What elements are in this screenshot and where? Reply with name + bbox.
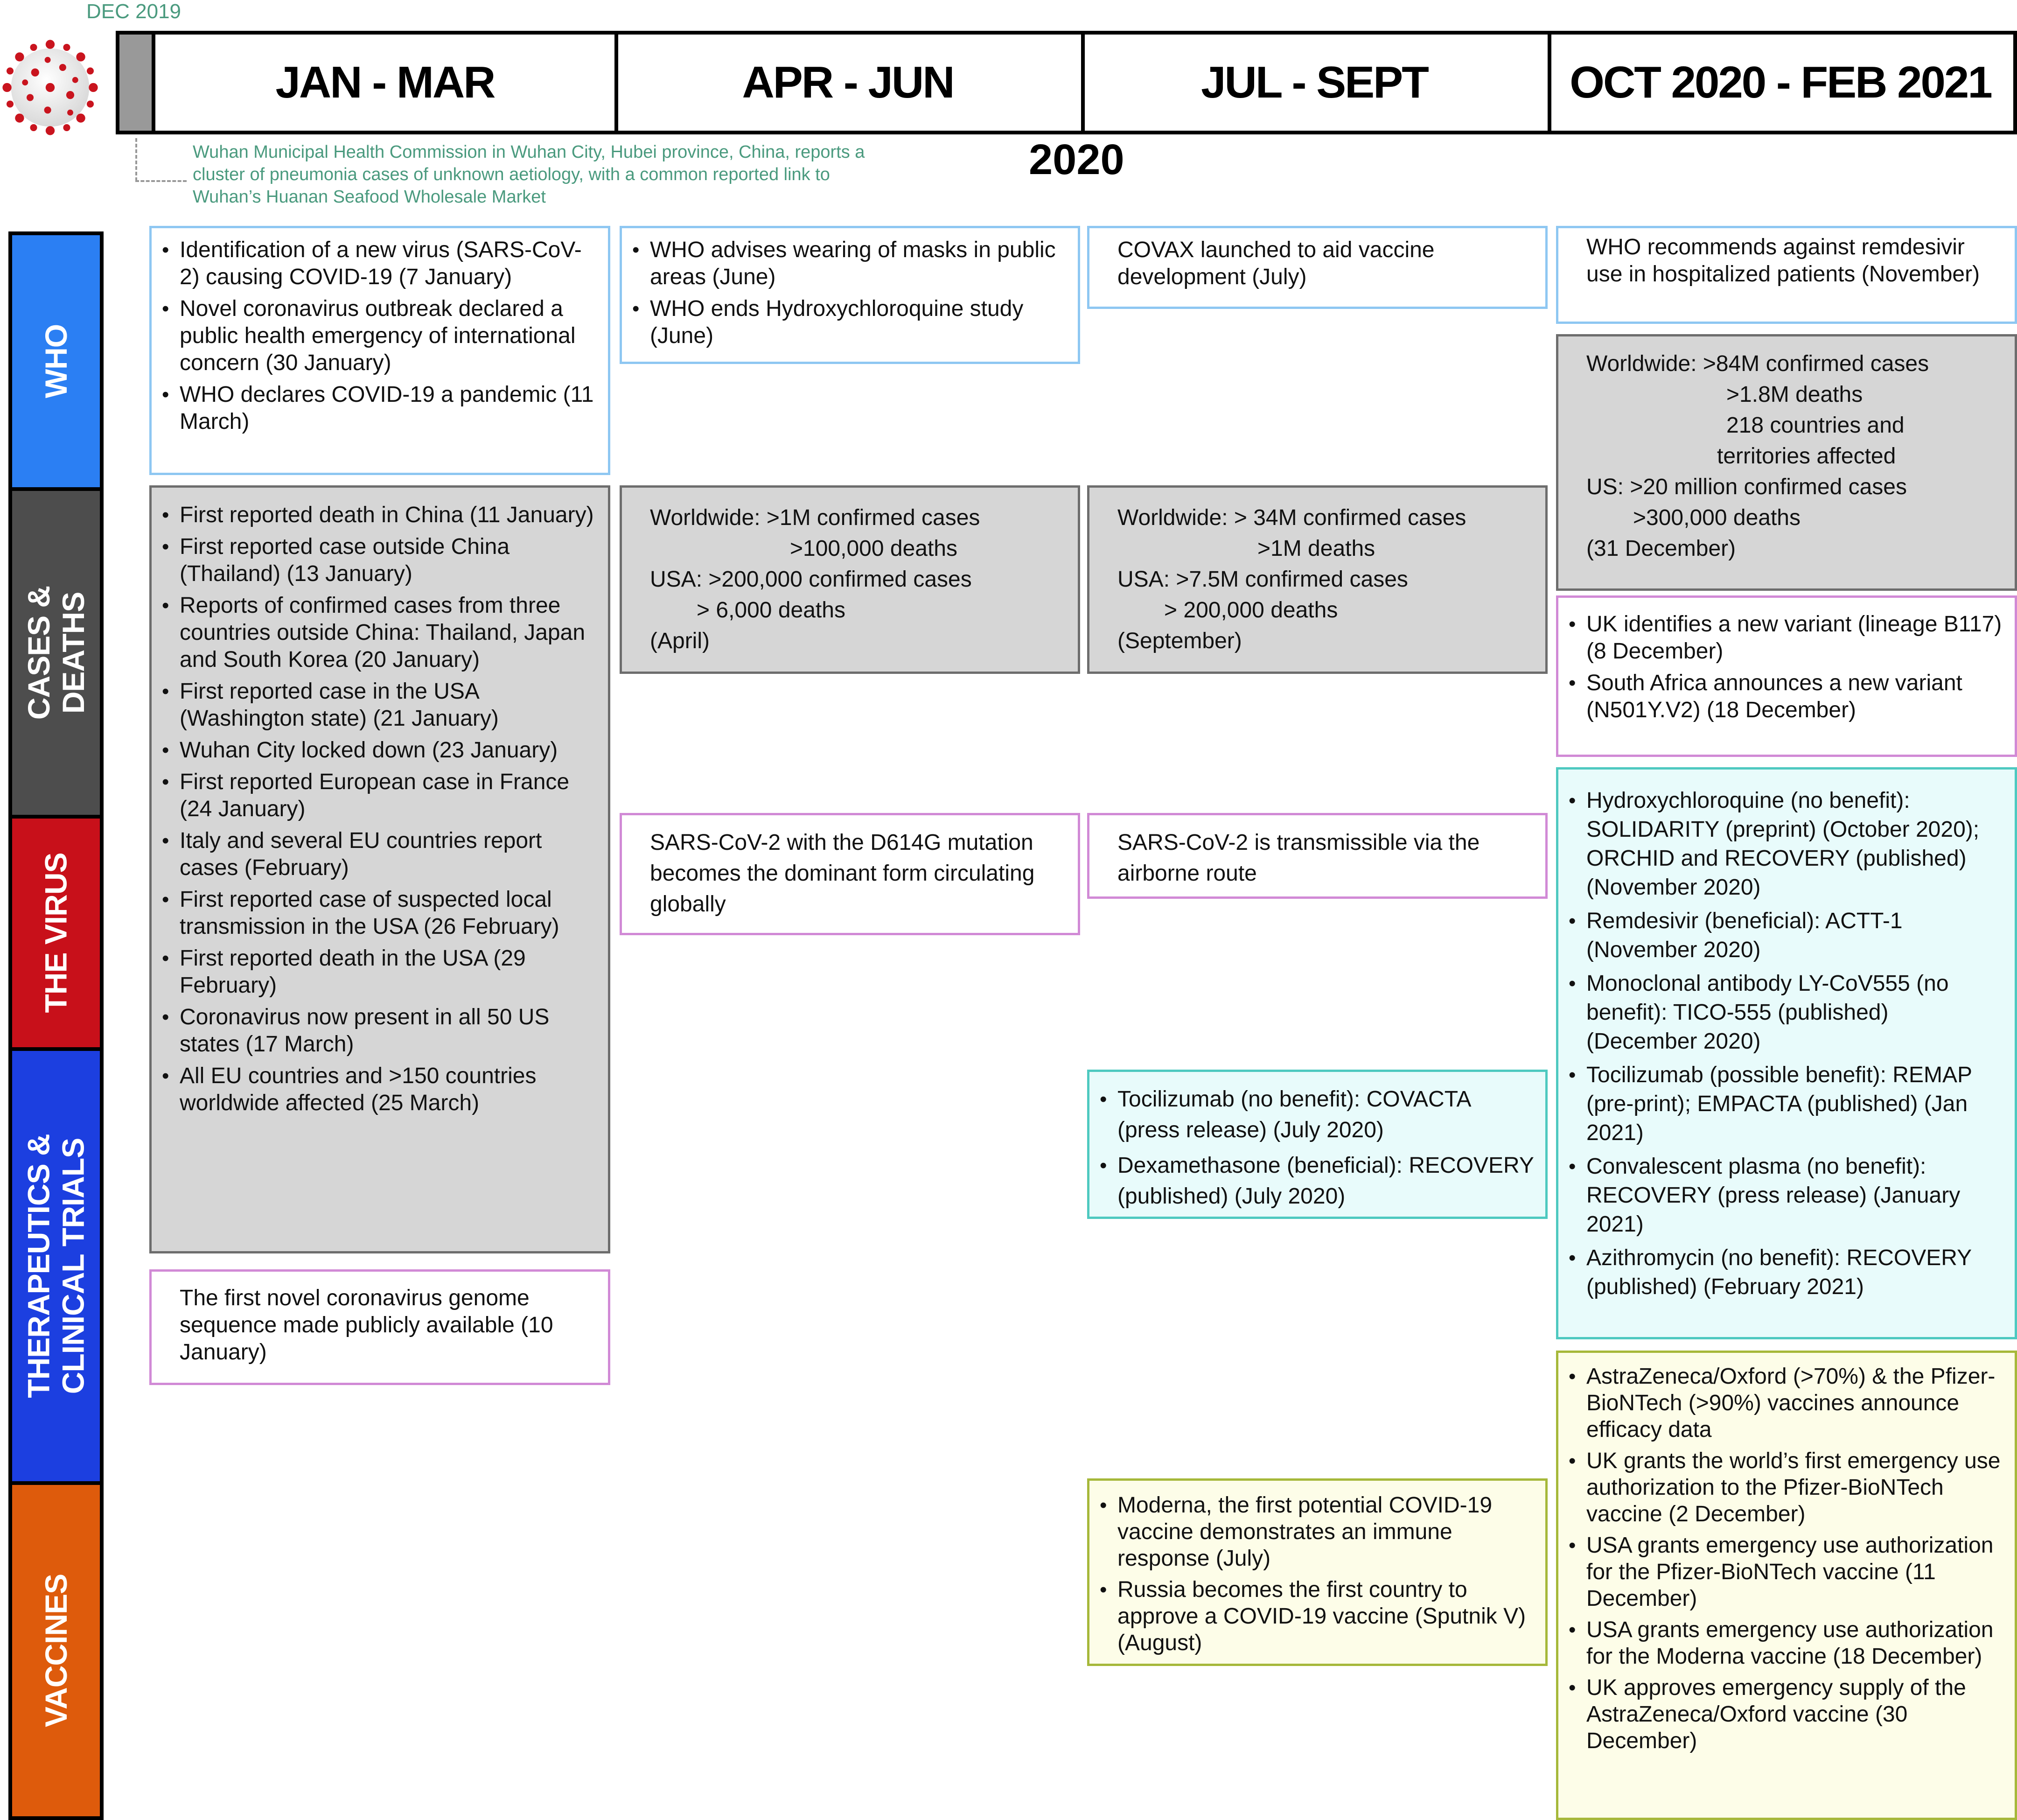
category-label: CLINICAL TRIALS: [56, 1138, 91, 1394]
coronavirus-icon: [2, 40, 98, 135]
event-item: UK grants the world’s first emergency us…: [1569, 1448, 2005, 1527]
event-item: All EU countries and >150 countries worl…: [162, 1063, 599, 1117]
virus-jan-mar-box: The first novel coronavirus genome seque…: [149, 1269, 610, 1385]
event-item: WHO advises wearing of masks in public a…: [632, 237, 1068, 291]
virus-oct-feb-box: UK identifies a new variant (lineage B11…: [1556, 595, 2017, 757]
event-item: UK identifies a new variant (lineage B11…: [1569, 611, 2005, 665]
event-item: USA grants emergency use authorization f…: [1569, 1532, 2005, 1612]
period-header-oct-feb: OCT 2020 - FEB 2021: [1548, 31, 2017, 134]
event-item: Identification of a new virus (SARS-CoV-…: [162, 237, 599, 291]
event-item: WHO declares COVID-19 a pandemic (11 Mar…: [162, 381, 599, 435]
dec-2019-note: Wuhan Municipal Health Commission in Wuh…: [193, 142, 865, 207]
category-label: WHO: [38, 324, 73, 399]
category-vaccines: VACCINES: [8, 1481, 104, 1820]
event-text: SARS-CoV-2 is transmissible via the airb…: [1117, 830, 1480, 886]
cases-jan-mar-box: First reported death in China (11 Januar…: [149, 485, 610, 1253]
event-item: Novel coronavirus outbreak declared a pu…: [162, 295, 599, 377]
event-item: Tocilizumab (no benefit): COVACTA (press…: [1100, 1084, 1536, 1146]
stat-line: >300,000 deaths: [1633, 505, 1801, 530]
event-text: WHO recommends against remdesivir use in…: [1586, 235, 1980, 287]
stat-line: Worldwide: >84M confirmed cases: [1586, 351, 1929, 376]
event-item: USA grants emergency use authorization f…: [1569, 1617, 2005, 1670]
event-item: Tocilizumab (possible benefit): REMAP (p…: [1569, 1061, 2005, 1148]
event-item: First reported death in the USA (29 Febr…: [162, 945, 599, 999]
cases-jul-sept-box: Worldwide: > 34M confirmed cases >1M dea…: [1087, 485, 1548, 674]
stat-line: (September): [1117, 629, 1242, 653]
period-header-apr-jun: APR - JUN: [614, 31, 1085, 134]
category-the-virus: THE VIRUS: [8, 815, 104, 1047]
event-text: SARS-CoV-2 with the D614G mutation becom…: [650, 830, 1035, 917]
stat-line: USA: >7.5M confirmed cases: [1117, 567, 1408, 592]
stat-line: Worldwide: >1M confirmed cases: [650, 505, 980, 530]
stat-line: >100,000 deaths: [790, 536, 957, 561]
event-text: The first novel coronavirus genome seque…: [180, 1286, 553, 1365]
cases-oct-feb-box: Worldwide: >84M confirmed cases >1.8M de…: [1556, 334, 2017, 591]
who-oct-feb-box: WHO recommends against remdesivir use in…: [1556, 226, 2017, 324]
event-item: South Africa announces a new variant (N5…: [1569, 670, 2005, 724]
event-item: Wuhan City locked down (23 January): [162, 737, 599, 764]
event-item: Reports of confirmed cases from three co…: [162, 592, 599, 673]
timeline-start-marker: [116, 31, 155, 134]
event-item: Convalescent plasma (no benefit): RECOVE…: [1569, 1152, 2005, 1239]
stat-line: Worldwide: > 34M confirmed cases: [1117, 505, 1466, 530]
category-label: THE VIRUS: [39, 853, 74, 1013]
dec-note-connector: [135, 180, 187, 182]
year-label: 2020: [1029, 136, 1124, 183]
event-item: Azithromycin (no benefit): RECOVERY (pub…: [1569, 1244, 2005, 1302]
stat-line: territories affected: [1717, 444, 1896, 469]
stat-line: >1M deaths: [1257, 536, 1375, 561]
category-label: VACCINES: [39, 1574, 73, 1728]
event-item: First reported case outside China (Thail…: [162, 533, 599, 588]
event-item: Coronavirus now present in all 50 US sta…: [162, 1004, 599, 1058]
event-item: Hydroxychloroquine (no benefit): SOLIDAR…: [1569, 786, 2005, 902]
virus-jul-sept-box: SARS-CoV-2 is transmissible via the airb…: [1087, 813, 1548, 899]
stat-line: US: >20 million confirmed cases: [1586, 475, 1907, 499]
event-item: Russia becomes the first country to appr…: [1100, 1576, 1536, 1656]
stat-line: 218 countries and: [1726, 413, 1905, 438]
category-label: THERAPEUTICS &: [21, 1134, 56, 1398]
event-item: First reported case in the USA (Washingt…: [162, 678, 599, 732]
event-item: Remdesivir (beneficial): ACTT-1 (Novembe…: [1569, 907, 2005, 965]
period-header-jul-sept: JUL - SEPT: [1081, 31, 1551, 134]
dec-note-connector: [135, 138, 137, 181]
event-item: Italy and several EU countries report ca…: [162, 827, 599, 882]
event-item: Moderna, the first potential COVID-19 va…: [1100, 1492, 1536, 1572]
category-therapeutics: THERAPEUTICS & CLINICAL TRIALS: [8, 1047, 104, 1481]
cases-apr-jun-box: Worldwide: >1M confirmed cases >100,000 …: [620, 485, 1080, 674]
stat-line: (April): [650, 629, 710, 653]
dec-2019-label: DEC 2019: [86, 0, 181, 23]
stat-line: >1.8M deaths: [1726, 382, 1863, 407]
vaccines-oct-feb-box: AstraZeneca/Oxford (>70%) & the Pfizer-B…: [1556, 1351, 2017, 1820]
event-item: First reported death in China (11 Januar…: [162, 502, 599, 529]
category-who: WHO: [8, 231, 104, 487]
who-apr-jun-box: WHO advises wearing of masks in public a…: [620, 226, 1080, 364]
stat-line: > 200,000 deaths: [1164, 598, 1338, 623]
category-cases-deaths: CASES & DEATHS: [8, 487, 104, 815]
period-header-jan-mar: JAN - MAR: [152, 31, 618, 134]
stat-line: (31 December): [1586, 536, 1736, 561]
event-item: Dexamethasone (beneficial): RECOVERY (pu…: [1100, 1150, 1536, 1212]
event-item: Monoclonal antibody LY-CoV555 (no benefi…: [1569, 969, 2005, 1056]
event-text: COVAX launched to aid vaccine developmen…: [1117, 238, 1435, 289]
category-label: CASES &: [21, 586, 56, 720]
event-item: First reported European case in France (…: [162, 769, 599, 823]
stat-line: USA: >200,000 confirmed cases: [650, 567, 972, 592]
stat-line: > 6,000 deaths: [697, 598, 845, 623]
event-item: UK approves emergency supply of the Astr…: [1569, 1674, 2005, 1754]
virus-apr-jun-box: SARS-CoV-2 with the D614G mutation becom…: [620, 813, 1080, 935]
event-item: AstraZeneca/Oxford (>70%) & the Pfizer-B…: [1569, 1363, 2005, 1443]
event-item: First reported case of suspected local t…: [162, 886, 599, 940]
event-item: WHO ends Hydroxychloroquine study (June): [632, 295, 1068, 350]
therapeutics-oct-feb-box: Hydroxychloroquine (no benefit): SOLIDAR…: [1556, 767, 2017, 1339]
vaccines-jul-sept-box: Moderna, the first potential COVID-19 va…: [1087, 1478, 1548, 1666]
who-jul-sept-box: COVAX launched to aid vaccine developmen…: [1087, 226, 1548, 309]
category-label: DEATHS: [56, 592, 91, 714]
who-jan-mar-box: Identification of a new virus (SARS-CoV-…: [149, 226, 610, 475]
therapeutics-jul-sept-box: Tocilizumab (no benefit): COVACTA (press…: [1087, 1070, 1548, 1219]
